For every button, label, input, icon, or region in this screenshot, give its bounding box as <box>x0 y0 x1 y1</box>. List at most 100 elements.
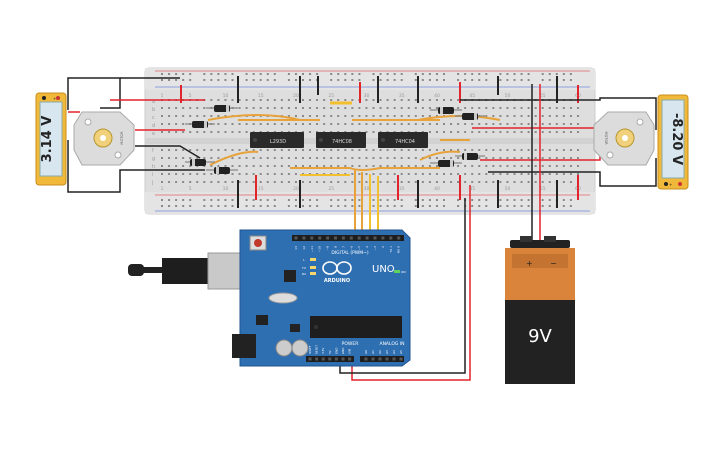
capacitor <box>291 339 309 357</box>
column-number: 5 <box>189 93 192 99</box>
pin-label: IOREF <box>308 345 312 354</box>
meter-reading: -8.20 V <box>669 113 684 165</box>
column-number: 55 <box>540 93 546 99</box>
regulator <box>256 315 268 325</box>
row-letter: f <box>152 148 154 154</box>
pin-label: 5V <box>328 350 332 354</box>
column-number: 1 <box>161 186 164 192</box>
reset-button[interactable] <box>254 239 262 247</box>
breadboard-row-letters-top: a b c d e <box>152 99 155 137</box>
column-number: 35 <box>399 93 405 99</box>
diode <box>430 160 462 167</box>
column-number: 20 <box>293 93 299 99</box>
led-on-label: ON <box>401 270 406 274</box>
multimeter-left[interactable]: 3.14 V + <box>35 92 67 186</box>
analog-header[interactable] <box>360 356 404 362</box>
diode <box>185 159 215 166</box>
pin-label: A0 <box>364 350 368 354</box>
column-number: 5 <box>189 186 192 192</box>
row-letter: i <box>152 172 153 178</box>
column-number: 45 <box>469 186 475 192</box>
chip-74hc04[interactable]: 74HC04 <box>378 132 428 148</box>
pin-label: GND <box>334 348 338 354</box>
motor-left[interactable]: MOTOR <box>73 111 135 166</box>
motor-label: MOTOR <box>604 131 608 145</box>
meter-plus: + <box>669 182 672 187</box>
breadboard-jumpers <box>180 76 579 208</box>
diodes <box>185 105 485 174</box>
pin-label: A5 <box>399 350 403 354</box>
pin-label: A4 <box>392 350 396 354</box>
pin-label: ~9 <box>326 246 330 251</box>
diode <box>206 167 238 174</box>
digital-label: DIGITAL (PWM~) <box>331 250 369 256</box>
model-name: UNO <box>372 264 395 275</box>
regulator-2 <box>290 324 300 332</box>
column-number: 25 <box>328 186 334 192</box>
pin-label: 3.3V <box>321 348 325 354</box>
breadboard[interactable]: a b c d e f g h i j 11551010151520202525… <box>144 67 596 215</box>
battery-9v[interactable]: + − 9V <box>505 236 575 384</box>
logo-text: ARDUINO <box>324 278 350 284</box>
row-letter: b <box>152 107 155 113</box>
breadboard-row-letters-bottom: f g h i j <box>151 148 155 186</box>
arduino-logo: ARDUINO <box>322 261 352 284</box>
capacitor <box>275 339 293 357</box>
row-letter: g <box>152 156 155 162</box>
pin-label: GND <box>341 348 345 354</box>
chip-label: L293D <box>270 139 286 145</box>
column-number: 25 <box>328 93 334 99</box>
pin-label: ~3 <box>373 246 377 251</box>
chip-74hc08[interactable]: 74HC08 <box>316 132 366 148</box>
column-number: 15 <box>258 186 264 192</box>
led-l <box>310 258 316 261</box>
column-number: 20 <box>293 186 299 192</box>
motor-right[interactable]: MOTOR <box>593 111 655 166</box>
digital-header[interactable] <box>292 235 404 241</box>
pin-label: VIN <box>348 349 352 354</box>
pin-label: 8 <box>334 246 338 248</box>
battery-plus: + <box>526 259 533 268</box>
pin-label: ~10 <box>318 246 322 252</box>
pin-label: A2 <box>378 350 382 354</box>
led-tx-label: TX <box>301 266 306 270</box>
led-rx <box>310 272 316 275</box>
led-rx-label: RX <box>302 272 306 276</box>
crystal <box>268 292 298 304</box>
pin-label: A3 <box>385 350 389 354</box>
row-letter: h <box>152 164 155 170</box>
column-number: 50 <box>505 93 511 99</box>
led-tx <box>310 266 316 269</box>
power-label: POWER <box>342 341 359 347</box>
column-number: 1 <box>161 93 164 99</box>
pin-label: ~5 <box>357 246 361 251</box>
column-number: 10 <box>223 93 229 99</box>
power-jack <box>232 334 256 358</box>
pin-label: 12 <box>302 246 306 250</box>
pin-label: TX 1 <box>389 246 393 254</box>
diode <box>206 105 238 112</box>
usb-plug-end <box>128 264 144 276</box>
analog-label: ANALOG IN <box>379 341 404 347</box>
diode <box>185 121 215 128</box>
pin-label: 4 <box>365 246 369 248</box>
column-number: 10 <box>223 186 229 192</box>
usb-plug <box>162 258 210 284</box>
chip-l293d[interactable]: L293D <box>250 132 304 148</box>
meter-plus: + <box>53 96 56 101</box>
column-number: 30 <box>364 186 370 192</box>
diode <box>455 113 485 120</box>
multimeter-right[interactable]: -8.20 V + <box>657 94 689 190</box>
row-letter: e <box>152 131 155 137</box>
atmega-chip <box>310 316 402 338</box>
column-number: 40 <box>434 186 440 192</box>
battery-voltage: 9V <box>528 326 552 347</box>
column-number: 35 <box>399 186 405 192</box>
pin-label: ~11 <box>310 246 314 252</box>
breadboard-holes <box>155 70 590 212</box>
